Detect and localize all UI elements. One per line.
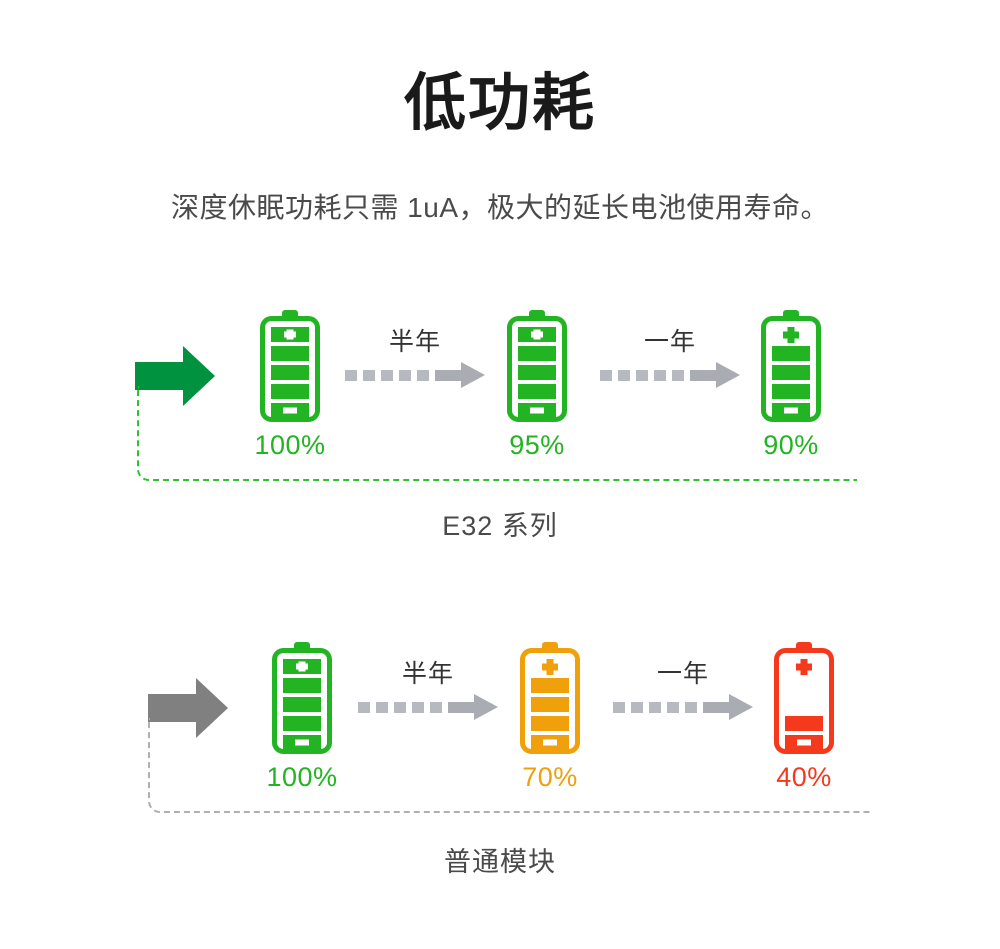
battery-icon (260, 310, 320, 422)
battery-percent: 70% (522, 762, 578, 792)
page-title: 低功耗 (403, 69, 596, 138)
row-caption: E32 系列 (442, 511, 558, 541)
battery-stage: 40% (744, 642, 864, 793)
battery-icon (520, 642, 580, 754)
dotted-right-arrow-icon (345, 362, 485, 388)
transition-one-year: 一年 (585, 322, 755, 388)
battery-stage: 95% (477, 310, 597, 461)
dotted-right-arrow-icon (613, 694, 753, 720)
battery-stage: 100% (242, 642, 362, 793)
battery-row-e32: 100% 半年 (0, 300, 1000, 485)
transition-half-year: 半年 (343, 654, 513, 720)
battery-percent: 100% (254, 430, 326, 460)
transition-label: 半年 (401, 660, 454, 688)
dotted-right-arrow-icon (358, 694, 498, 720)
battery-icon (507, 310, 567, 422)
battery-icon (761, 310, 821, 422)
battery-stage: 100% (230, 310, 350, 461)
dotted-right-arrow-icon (600, 362, 740, 388)
right-arrow-glyph (148, 678, 228, 738)
row-bracket (137, 386, 857, 481)
transition-one-year: 一年 (598, 654, 768, 720)
right-arrow-glyph (135, 346, 215, 406)
transition-label: 一年 (656, 660, 709, 688)
row-bracket (148, 718, 872, 813)
battery-stage: 90% (731, 310, 851, 461)
right-arrow-icon (148, 678, 228, 738)
right-arrow-icon (135, 346, 215, 406)
battery-percent: 90% (763, 430, 819, 460)
battery-icon (774, 642, 834, 754)
battery-row-generic: 100% 半年 (0, 632, 1000, 817)
battery-icon (272, 642, 332, 754)
row-caption: 普通模块 (444, 847, 556, 877)
battery-percent: 95% (509, 430, 565, 460)
battery-percent: 100% (266, 762, 338, 792)
battery-stage: 70% (490, 642, 610, 793)
transition-label: 一年 (643, 328, 696, 356)
battery-percent: 40% (776, 762, 832, 792)
transition-label: 半年 (388, 328, 441, 356)
transition-half-year: 半年 (330, 322, 500, 388)
page-subtitle: 深度休眠功耗只需 1uA，极大的延长电池使用寿命。 (170, 192, 830, 223)
